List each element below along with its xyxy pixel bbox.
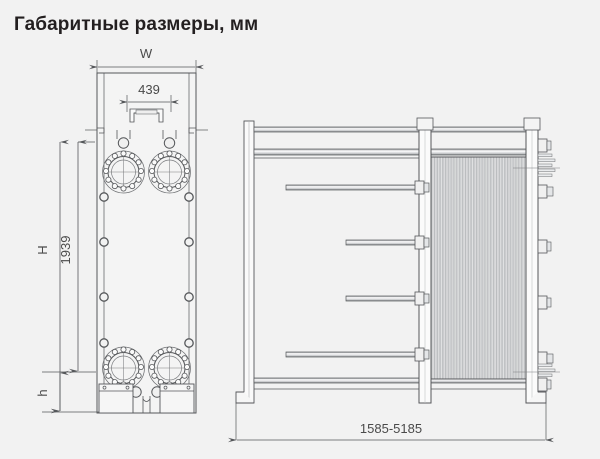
dimension-label-H: H [35,245,50,254]
dimension-label-h: h [35,389,50,396]
front-top-lug [129,108,164,123]
side-nozzle-cluster-lower [513,363,560,377]
front-side-notch-upper-left [85,127,105,134]
front-foot-left [98,383,134,414]
side-bolt-end-6 [537,377,552,392]
dimension-label-439: 439 [138,82,160,97]
dimension-label-1585-5185: 1585-5185 [360,421,422,436]
side-tierod-1 [285,180,430,195]
dimension-label-W: W [140,46,153,61]
side-nozzle-cluster-upper [513,153,560,177]
front-flange-top-left [102,150,145,194]
front-nozzle-stub-upper-left [116,130,131,149]
page-title: Габаритные размеры, мм [14,14,259,35]
side-tierod-4 [285,347,430,362]
side-bolt-end-2 [537,184,554,199]
side-tierod-2 [345,235,430,250]
side-view-group [228,117,560,443]
front-side-notch-upper-right [188,127,208,134]
front-nozzle-stub-upper-right [162,130,177,149]
side-carrying-bar-top [253,126,533,159]
side-bolt-end-5 [537,351,554,366]
side-plate-pack [429,156,527,380]
dimension-1939 [69,139,95,374]
dimension-label-1939: 1939 [58,236,73,265]
dimension-1585-5185 [228,403,554,443]
dimension-h [42,370,99,414]
side-fixed-head-plate [525,120,547,404]
side-frame-post-left [235,120,255,404]
side-bolt-end-3 [537,239,552,254]
front-flange-top-right [148,150,191,194]
side-top-connector [416,117,541,131]
front-foot-right [159,383,195,414]
front-flange-bottom-left [102,346,145,390]
side-bolt-end-4 [537,295,552,310]
dimension-W [89,60,204,75]
front-tierod-holes [99,192,194,348]
side-bolt-end-1 [537,138,552,153]
side-carrying-bar-bottom [253,377,533,390]
front-flange-bottom-right [148,346,191,390]
dimension-439 [119,95,179,112]
side-tierod-3 [345,291,430,306]
front-plate-outline [96,72,197,414]
front-view-group [42,60,208,414]
